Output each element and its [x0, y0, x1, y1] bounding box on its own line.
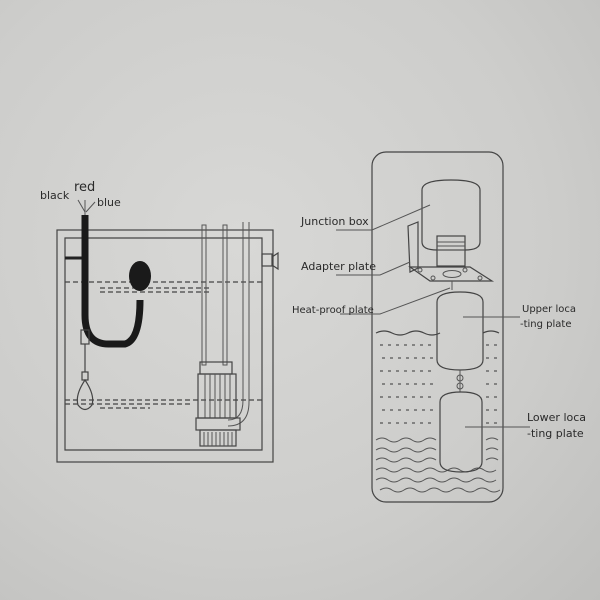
label-lower-plate-1: Lower loca [527, 411, 586, 424]
submersible-pump [195, 361, 241, 447]
upper-float [436, 291, 484, 371]
well-outline [371, 151, 504, 503]
counterweight [76, 378, 94, 411]
leader-heat-proof-plate [340, 287, 451, 315]
water-surface [375, 330, 500, 336]
float-switch-cable [81, 215, 144, 348]
label-junction-box: Junction box [300, 215, 369, 228]
wavy-water-bottom [375, 437, 501, 493]
wire-label-black: black [40, 189, 70, 202]
adapter-plate [408, 266, 495, 282]
tank-outlet-fitting [261, 253, 273, 267]
adapter-bracket [407, 221, 419, 273]
well-diagram: Junction box Adapter plate Heat-proof pl… [292, 151, 586, 503]
float-ball [129, 261, 151, 291]
wire-label-red: red [74, 180, 95, 195]
junction-box [421, 179, 481, 251]
label-upper-plate-2: -ting plate [520, 319, 572, 330]
tank-outer-wall [56, 229, 274, 463]
tank-diagram: black red blue [40, 180, 279, 463]
wire-label-blue: blue [97, 196, 121, 209]
pipe [222, 224, 228, 366]
label-upper-plate-1: Upper loca [522, 304, 576, 315]
label-lower-plate-2: -ting plate [527, 427, 584, 440]
outlet-nozzle-icon [271, 251, 279, 271]
tank-inner-wall [64, 237, 263, 451]
label-adapter-plate: Adapter plate [301, 260, 376, 273]
pipe [201, 224, 207, 366]
leader-junction-box [336, 204, 431, 231]
leader-adapter-plate [336, 261, 411, 276]
label-heat-proof-plate: Heat-proof plate [292, 305, 374, 316]
lower-float [439, 391, 483, 473]
